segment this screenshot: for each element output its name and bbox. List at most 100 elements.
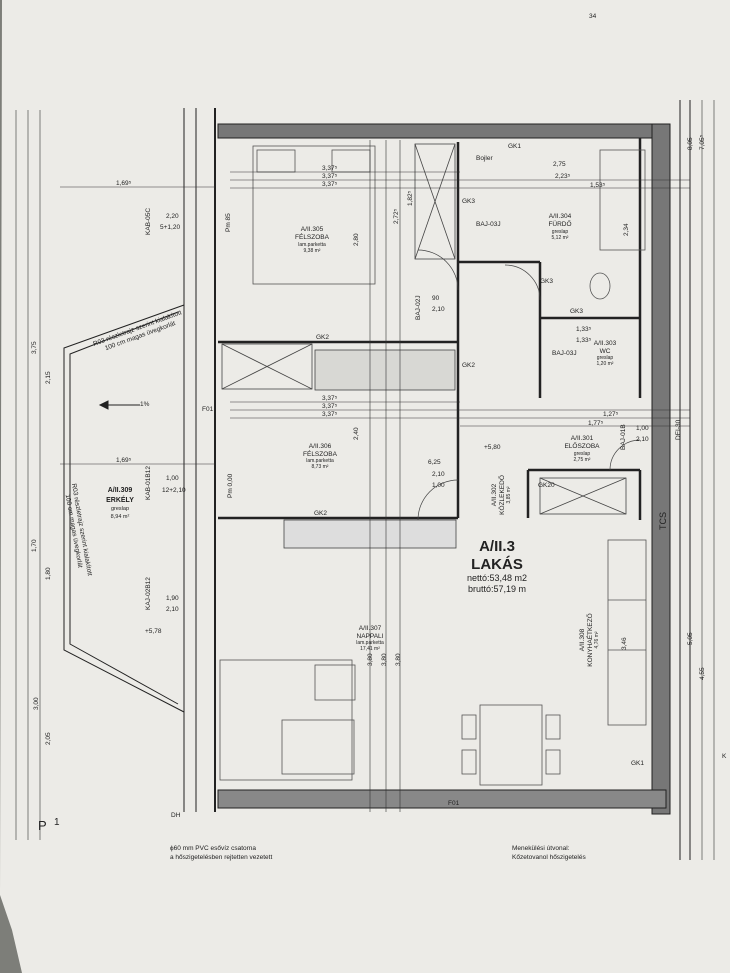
apartment-gross-area: bruttó:57,19 m: [468, 584, 526, 594]
gk2-tag-1: GK2: [316, 334, 329, 341]
room-code-309: A/II.309: [108, 487, 133, 494]
k-tag: K: [722, 753, 727, 760]
dim-223: 2,23⁵: [555, 173, 571, 180]
dim-337d: 3,37⁵: [322, 395, 338, 402]
dim-5120: 5+1,20: [160, 224, 180, 231]
room-code-304: A/II.304: [549, 213, 572, 220]
f01-tag-1: F01: [202, 406, 214, 413]
f01-tag-2: F01: [448, 800, 460, 807]
room-name-309: ERKÉLY: [106, 495, 134, 504]
dim-100a: 1,00: [166, 475, 179, 482]
room-code-306: A/II.306: [309, 443, 332, 450]
apartment-title: A/II.3 LAKÁS nettó:53,48 m2 bruttó:57,19…: [467, 538, 527, 594]
dim-210d: 2,10: [636, 436, 649, 443]
p1-letter: P: [38, 818, 47, 833]
gk3-tag-2: GK3: [540, 278, 553, 285]
room-area-306: 8,73 m²: [312, 464, 329, 470]
room-name-302: KÖZLEKEDŐ: [497, 475, 506, 515]
apartment-type: LAKÁS: [471, 556, 523, 573]
room-name-303: WC: [600, 348, 611, 355]
dim-180: 1,80: [45, 567, 52, 580]
kab01b12-label: KAB-01B12: [145, 466, 152, 500]
room-code-307: A/II.307: [359, 625, 382, 632]
dim-133a: 1,33⁵: [576, 326, 592, 333]
baj031-tag: BAJ-03J: [476, 221, 501, 228]
dim-380b: 3,80: [381, 653, 388, 666]
dim-346: 3,46: [621, 637, 628, 650]
dim-100b: 1,00: [432, 482, 445, 489]
gk1-tag-1: GK1: [508, 143, 521, 150]
gk2-tag-2: GK2: [314, 510, 327, 517]
room-area-303: 1,20 m²: [597, 361, 614, 367]
pvc-note-1: ϕ60 mm PVC esővíz csatorna: [170, 845, 256, 852]
dim-625: 6,25: [428, 459, 441, 466]
dimension-texts: 3,37⁵ 3,37⁵ 3,37⁵ 3,37⁵ 3,37⁵ 3,37⁵ 1,69…: [31, 13, 706, 745]
room-area-308: 4,76 m²: [594, 631, 600, 648]
room-code-305: A/II.305: [301, 226, 324, 233]
dim-337e: 3,37⁵: [322, 403, 338, 410]
dim-337b: 3,37⁵: [322, 173, 338, 180]
gk20-tag: GK20: [538, 482, 555, 489]
room-floor-309: greslap: [111, 506, 129, 512]
dim-210a: 2,10: [432, 306, 445, 313]
dim-375: 3,75: [31, 341, 38, 354]
room-code-301: A/II.301: [571, 435, 594, 442]
level-label-1: +5,80: [484, 444, 501, 451]
room-labels: A/II.305 FÉLSZOBA lam.parketta 9,38 m² A…: [106, 213, 616, 667]
room-area-304: 5,12 m²: [552, 235, 569, 241]
dimension-lines: [15, 100, 715, 860]
dim-100c: 1,00: [636, 425, 649, 432]
baj01b-label: BAJ-01B: [620, 424, 627, 450]
baj021-label: BAJ-02J: [415, 295, 422, 320]
room-floor-303: greslap: [597, 355, 614, 361]
dim-90: 90: [432, 295, 440, 302]
dim-337a: 3,37⁵: [322, 165, 338, 172]
pm1-label: Pm 85: [225, 213, 232, 232]
room-floor-304: greslap: [552, 229, 569, 235]
room-name-306: FÉLSZOBA: [303, 449, 338, 458]
dim-182: 1,82⁵: [407, 190, 414, 206]
dim-169b: 1,69⁵: [116, 457, 132, 464]
baj03j-tag: BAJ-03J: [552, 350, 577, 357]
gk2-tag-3: GK2: [462, 362, 475, 369]
dim-275: 2,75: [553, 161, 566, 168]
apartment-code: A/II.3: [479, 538, 515, 555]
gk1-tag-2: GK1: [631, 760, 644, 767]
kaj02b12-label: KAJ-02B12: [145, 577, 152, 610]
dim-220: 2,20: [166, 213, 179, 220]
room-code-308: A/II.308: [579, 628, 586, 651]
dim-805: 8,05: [687, 137, 694, 150]
room-name-305: FÉLSZOBA: [295, 232, 330, 241]
dim-455: 4,55: [699, 667, 706, 680]
dim-234: 2,34: [623, 223, 630, 236]
room-name-307: NAPPALI: [357, 633, 384, 640]
room-area-301: 2,75 m²: [574, 457, 591, 463]
kab05c-label: KAB-05C: [145, 208, 152, 235]
dim-177: 1,77⁵: [588, 420, 604, 427]
room-floor-307: lam.parketta: [356, 640, 384, 646]
bottom-notes: ϕ60 mm PVC esővíz csatorna a hőszigetelé…: [170, 845, 586, 861]
room-area-309: 8,94 m²: [111, 514, 130, 520]
door-arcs: [417, 249, 641, 521]
escape-note-2: Kőzetovanol hőszigetelés: [512, 854, 586, 861]
dim-169a: 1,69⁵: [116, 180, 132, 187]
room-area-307: 17,41 m²: [360, 646, 380, 652]
dim-215: 2,15: [45, 371, 52, 384]
balcony: [63, 304, 185, 713]
level-label-2: +5,78: [145, 628, 162, 635]
room-name-301: ELŐSZOBA: [564, 441, 600, 450]
dh-tag: DH: [171, 812, 181, 819]
dim-380a: 3,80: [367, 653, 374, 666]
pvc-note-2: a hőszigetelésben rejtetten vezetett: [170, 854, 272, 861]
dim-133b: 1,33⁵: [576, 337, 592, 344]
room-area-302: 3,85 m²: [506, 486, 512, 503]
bojler-label: Bojler: [476, 155, 493, 162]
dim-205: 2,05: [45, 732, 52, 745]
pm2-label: Pm 0,00: [227, 473, 234, 498]
dim-337c: 3,37⁵: [322, 181, 338, 188]
escape-note-1: Menekülési útvonal:: [512, 845, 570, 852]
gk3-tag-3: GK3: [570, 308, 583, 315]
dim-705: 7,05⁵: [699, 134, 706, 150]
dim-337f: 3,37⁵: [322, 411, 338, 418]
